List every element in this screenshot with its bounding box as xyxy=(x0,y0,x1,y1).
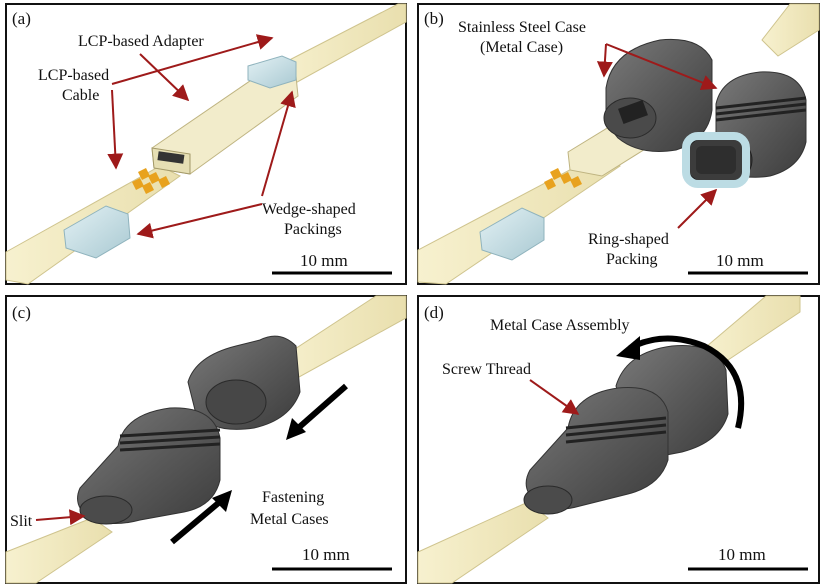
scale-label-c: 10 mm xyxy=(302,545,350,564)
rotation-arrow xyxy=(628,335,745,429)
cable-d-upper xyxy=(699,295,801,369)
thread-label: Screw Thread xyxy=(442,361,531,378)
fasten-arrow-down xyxy=(294,383,348,433)
scale-label-a: 10 mm xyxy=(300,251,348,270)
panel-d-tag: (d) xyxy=(424,303,444,322)
panel-c: (c) Slit Fastening Metal Cases 10 mm xyxy=(5,295,407,584)
fasten-arrow-up-head xyxy=(212,490,232,512)
ring-packing-inner xyxy=(696,146,736,174)
panel-b-tag: (b) xyxy=(424,9,444,28)
arrow-packing-2 xyxy=(136,203,263,239)
cable-upper xyxy=(269,3,407,87)
arrow-thread xyxy=(529,379,580,415)
ring-label-line2: Packing xyxy=(606,251,658,268)
cable-upper-b xyxy=(761,3,820,57)
arrow-cable-1 xyxy=(111,34,274,85)
scale-label-d: 10 mm xyxy=(718,545,766,564)
arrow-slit xyxy=(35,509,86,526)
arrow-case-2 xyxy=(605,43,718,91)
panel-d: (d) Metal Case Assembly Screw Thread 10 … xyxy=(417,295,820,584)
slit-label: Slit xyxy=(10,513,33,530)
cable-d-lower xyxy=(417,501,549,584)
arrow-cable-2 xyxy=(107,89,124,170)
metal-case-upper-c xyxy=(187,335,301,430)
arrow-ring xyxy=(677,188,718,229)
arrow-adapter-1 xyxy=(139,53,190,102)
assembly-label: Metal Case Assembly xyxy=(490,317,630,334)
panel-a: (a) LCP-based Adapter LCP-based Cable We… xyxy=(5,3,407,285)
panel-c-tag: (c) xyxy=(12,303,31,322)
metal-case-left xyxy=(603,38,713,152)
arrow-case-1 xyxy=(596,43,613,78)
panel-b: (b) Stainless Steel Case (Metal Case) Ri… xyxy=(417,3,820,285)
cable-label-line1: LCP-based xyxy=(38,67,109,84)
wedge-packing-b xyxy=(479,207,545,261)
wedge-packing-lower xyxy=(63,205,131,259)
wedge-packing-upper xyxy=(247,55,297,89)
packings-label-line2: Packings xyxy=(284,221,342,238)
adapter-slot xyxy=(157,151,185,164)
adapter-label: LCP-based Adapter xyxy=(78,33,204,50)
scale-label-b: 10 mm xyxy=(716,251,764,270)
arrow-packing-1 xyxy=(261,90,296,197)
gold-contacts xyxy=(132,168,170,194)
metal-case-lower-c xyxy=(77,407,221,525)
case-label-line2: (Metal Case) xyxy=(480,39,563,56)
fasten-label-line1: Fastening xyxy=(262,489,324,506)
ring-packing xyxy=(682,132,750,188)
case-label-line1: Stainless Steel Case xyxy=(458,19,586,36)
fasten-label-line2: Metal Cases xyxy=(250,511,329,528)
ring-label-line1: Ring-shaped xyxy=(588,231,669,248)
cable-label-line2: Cable xyxy=(62,87,99,104)
packings-label-line1: Wedge-shaped xyxy=(262,201,356,218)
gold-contacts-b xyxy=(544,168,582,190)
metal-case-assembly xyxy=(523,345,729,515)
rotation-arrow-head xyxy=(616,336,640,360)
fasten-arrow-down-head xyxy=(286,418,306,440)
panel-a-tag: (a) xyxy=(12,9,31,28)
fasten-arrow-up xyxy=(170,497,224,545)
